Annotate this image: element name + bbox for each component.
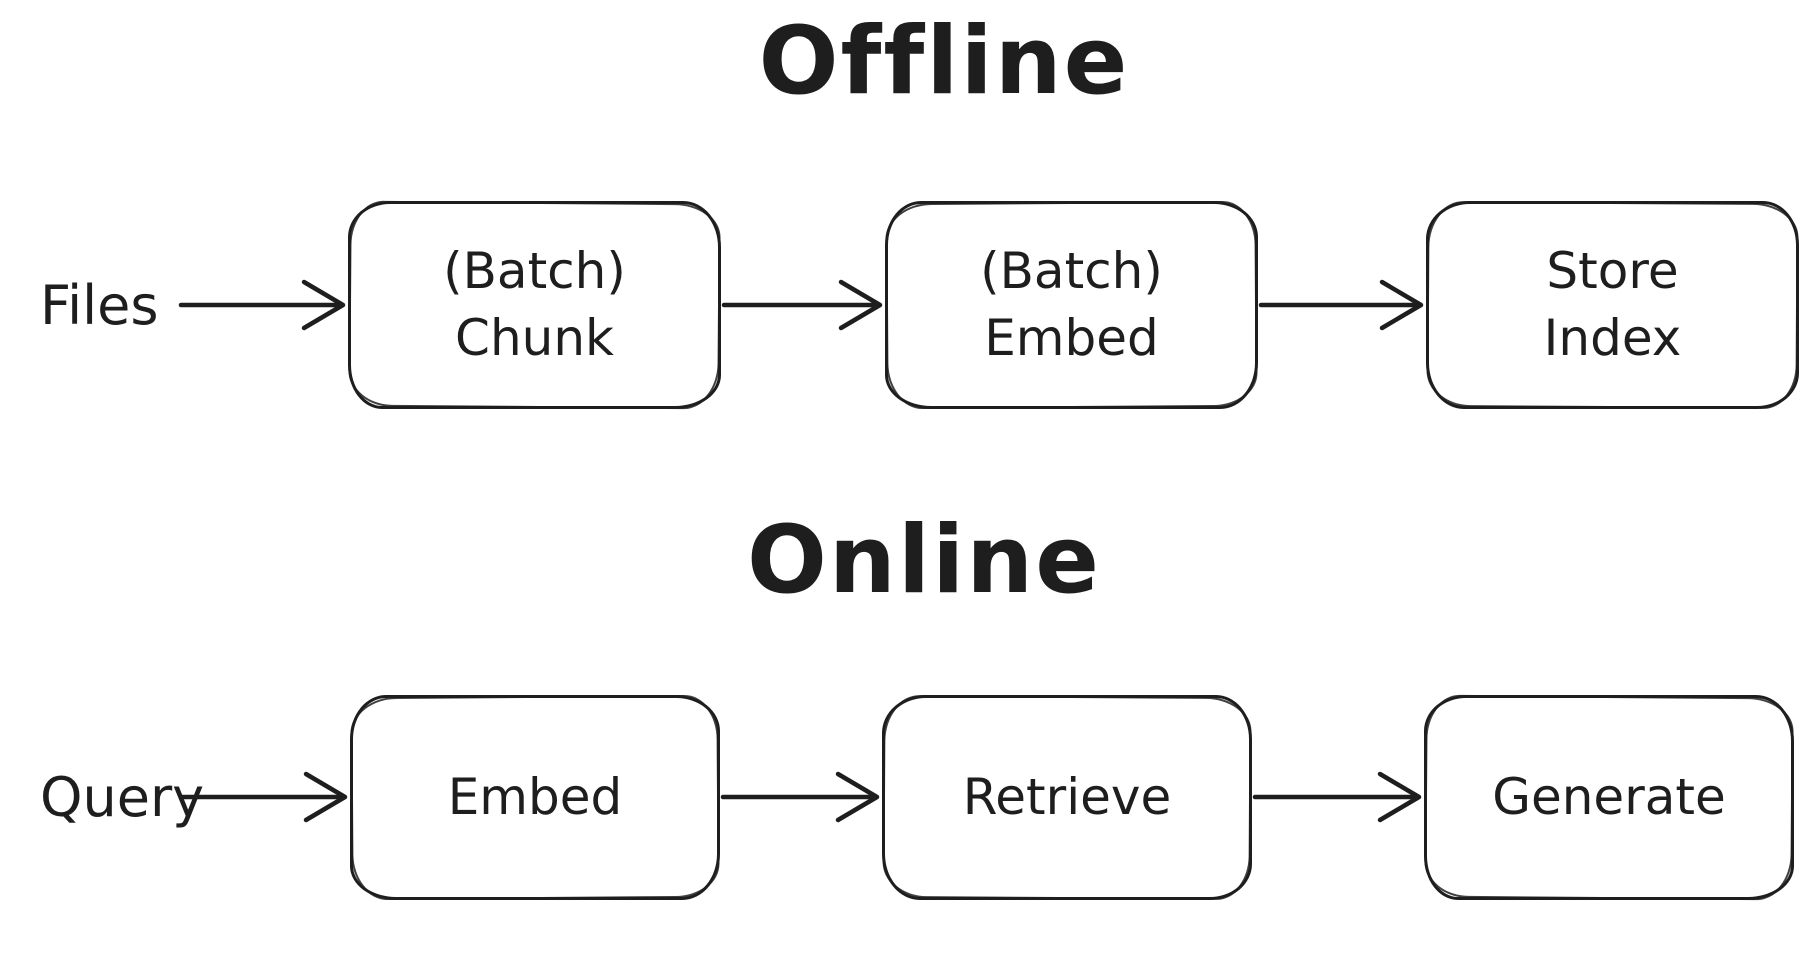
node-label-line: (Batch) bbox=[443, 241, 626, 300]
node-embed: Embed bbox=[350, 694, 720, 900]
node-batch-chunk: (Batch) Chunk bbox=[348, 201, 721, 410]
node-batch-embed: (Batch) Embed bbox=[885, 201, 1258, 410]
arrow-right-icon bbox=[1258, 280, 1424, 331]
node-label-line: Generate bbox=[1492, 767, 1726, 826]
node-generate: Generate bbox=[1424, 694, 1794, 900]
node-label-line: Chunk bbox=[455, 309, 614, 368]
node-label-line: Index bbox=[1543, 309, 1682, 368]
online-section-title: Online bbox=[747, 506, 1101, 616]
arrow-right-icon bbox=[721, 280, 883, 331]
node-label-line: Retrieve bbox=[962, 767, 1172, 826]
offline-section-title: Offline bbox=[758, 7, 1130, 116]
node-store-index: Store Index bbox=[1426, 201, 1799, 410]
node-retrieve: Retrieve bbox=[882, 694, 1252, 900]
node-label-line: Store bbox=[1546, 241, 1679, 300]
node-label-line: Embed bbox=[447, 767, 623, 826]
files-input-label: Files bbox=[40, 273, 159, 337]
node-label-line: (Batch) bbox=[980, 241, 1163, 300]
arrow-right-icon bbox=[720, 772, 880, 823]
query-input-label: Query bbox=[40, 765, 205, 829]
arrow-right-icon bbox=[1252, 772, 1422, 823]
offline-flow-row: Files (Batch) Chunk (Batch) Embed Store … bbox=[0, 201, 1820, 410]
arrow-right-icon bbox=[178, 772, 348, 823]
node-label-line: Embed bbox=[984, 309, 1159, 368]
online-flow-row: Query Embed Retrieve Generate bbox=[0, 694, 1820, 900]
arrow-right-icon bbox=[178, 280, 346, 331]
